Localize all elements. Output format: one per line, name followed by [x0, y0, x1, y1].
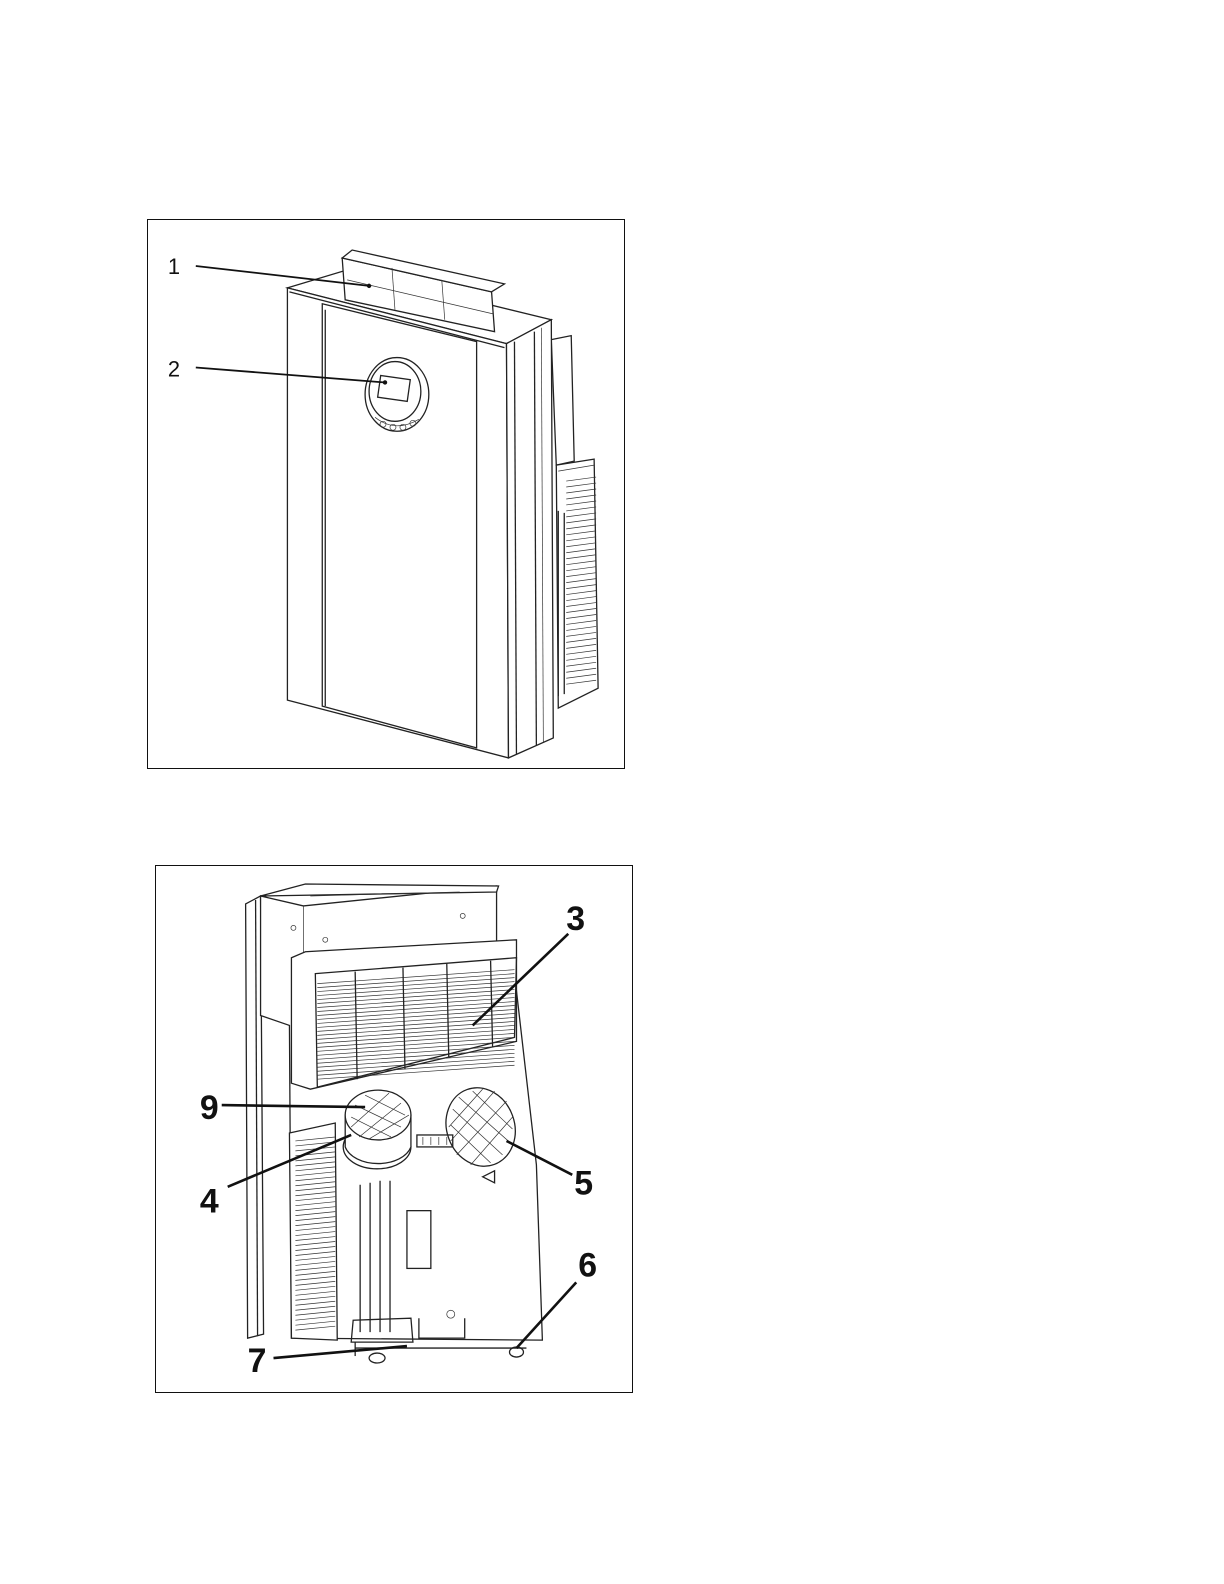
side-housing — [551, 336, 598, 708]
front-view-figure: 1 2 — [147, 219, 625, 769]
rear-view-drawing: 3 9 4 5 6 7 — [156, 866, 632, 1392]
leader-line-7 — [274, 1346, 407, 1358]
front-view-drawing: 1 2 — [148, 220, 624, 768]
exhaust-air-outlet — [343, 1090, 411, 1169]
callout-1: 1 — [168, 254, 180, 279]
control-panel — [365, 358, 429, 432]
main-body — [287, 270, 553, 758]
rear-view-figure: 3 9 4 5 6 7 — [155, 865, 633, 1393]
callout-2: 2 — [168, 356, 180, 381]
caster-wheel — [355, 1342, 526, 1363]
callout-6: 6 — [578, 1246, 597, 1284]
callout-7: 7 — [248, 1342, 267, 1380]
callout-4: 4 — [200, 1183, 219, 1221]
callout-9: 9 — [200, 1089, 219, 1127]
callout-3: 3 — [566, 900, 585, 938]
callout-5: 5 — [574, 1165, 593, 1203]
